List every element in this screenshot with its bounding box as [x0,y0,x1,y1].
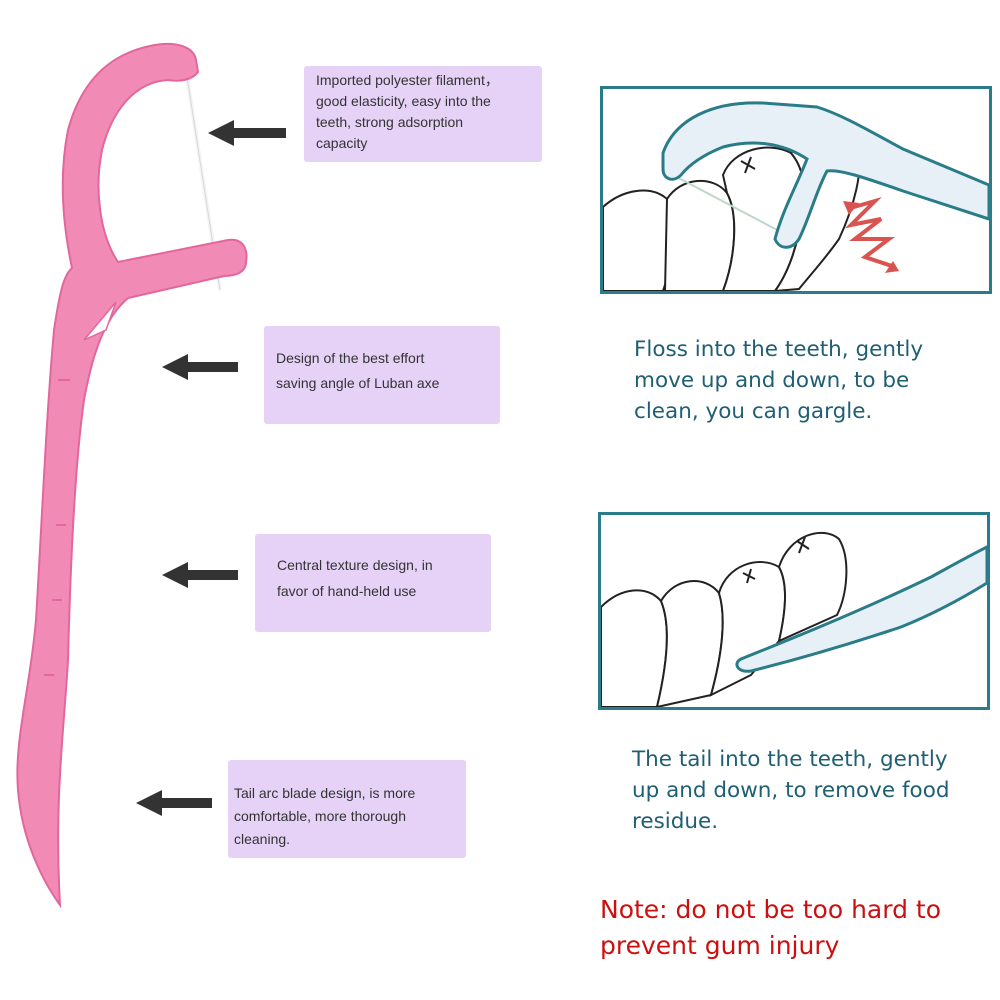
left-arrow-icon [136,790,212,816]
pick-triangle-cutout [83,301,117,341]
motion-arrow-icon [844,196,896,269]
caption-line: Floss into the teeth, gently [634,337,924,362]
callout-line: comfortable, more thorough [234,808,406,824]
callout-line: cleaning. [234,831,291,847]
callout-central-texture: Central texture design, in favor of hand… [255,534,491,632]
left-arrow-icon [208,120,286,146]
callout-tail-blade: Tail arc blade design, is more comfortab… [228,760,466,858]
callout-line: Design of the best effort [276,350,425,366]
callout-line: good elasticity, easy into the [316,93,491,109]
step1-caption: Floss into the teeth, gently move up and… [634,334,923,427]
callout-line: Tail arc blade design, is more [234,785,416,801]
tail-pick-teeth-icon [601,531,987,707]
step1-illustration-panel [600,86,992,294]
pick-body [16,42,248,909]
caption-line: residue. [632,809,719,834]
caption-line: move up and down, to be [634,368,910,393]
note-line: prevent gum injury [600,931,840,960]
step2-illustration-panel [598,512,990,710]
callout-line: favor of hand-held use [277,583,417,599]
caption-line: clean, you can gargle. [634,399,873,424]
floss-between-teeth-icon [603,101,989,291]
floss-pick-icon [16,42,248,909]
left-arrow-icon [162,562,238,588]
warning-note: Note: do not be too hard to prevent gum … [600,892,941,964]
step2-caption: The tail into the teeth, gently up and d… [632,744,950,837]
callout-line: Imported polyester filament， [316,72,499,88]
callout-line: teeth, strong adsorption [316,114,464,130]
callout-line: capacity [316,135,368,151]
callout-filament: Imported polyester filament， good elasti… [304,66,542,162]
callout-luban-axe: Design of the best effort saving angle o… [264,326,500,424]
caption-line: up and down, to remove food [632,778,950,803]
caption-line: The tail into the teeth, gently [632,747,948,772]
callout-line: Central texture design, in [277,557,433,573]
note-line: Note: do not be too hard to [600,895,942,924]
left-arrow-icon [162,354,238,380]
callout-line: saving angle of Luban axe [276,375,440,391]
